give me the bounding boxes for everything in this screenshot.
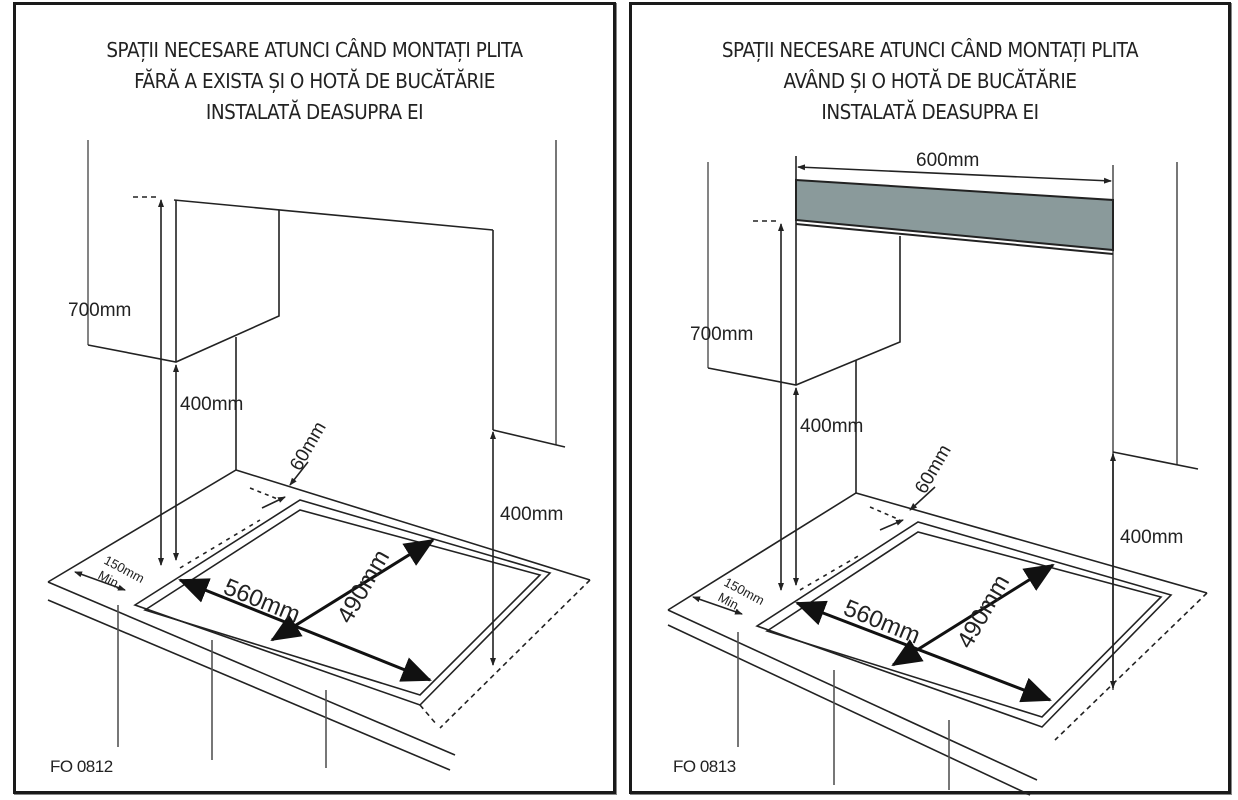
title-line: SPAȚII NECESARE ATUNCI CÂND MONTAȚI PLIT… <box>721 38 1139 62</box>
title-line: INSTALATĂ DEASUPRA EI <box>205 100 424 124</box>
figure-code: FO 0812 <box>50 757 113 776</box>
title-line: INSTALATĂ DEASUPRA EI <box>821 100 1039 124</box>
title-line: SPAȚII NECESARE ATUNCI CÂND MONTAȚI PLIT… <box>106 38 523 62</box>
panel-title: SPAȚII NECESARE ATUNCI CÂND MONTAȚI PLIT… <box>40 35 589 128</box>
figure-code: FO 0813 <box>673 757 736 776</box>
diagram-panel-without-hood: SPAȚII NECESARE ATUNCI CÂND MONTAȚI PLIT… <box>13 2 616 794</box>
title-line: AVÂND ȘI O HOTĂ DE BUCĂTĂRIE <box>783 69 1077 93</box>
panel-title: SPAȚII NECESARE ATUNCI CÂND MONTAȚI PLIT… <box>656 35 1204 128</box>
diagram-panel-with-hood: SPAȚII NECESARE ATUNCI CÂND MONTAȚI PLIT… <box>629 2 1231 794</box>
title-line: FĂRĂ A EXISTA ȘI O HOTĂ DE BUCĂTĂRIE <box>134 69 495 93</box>
